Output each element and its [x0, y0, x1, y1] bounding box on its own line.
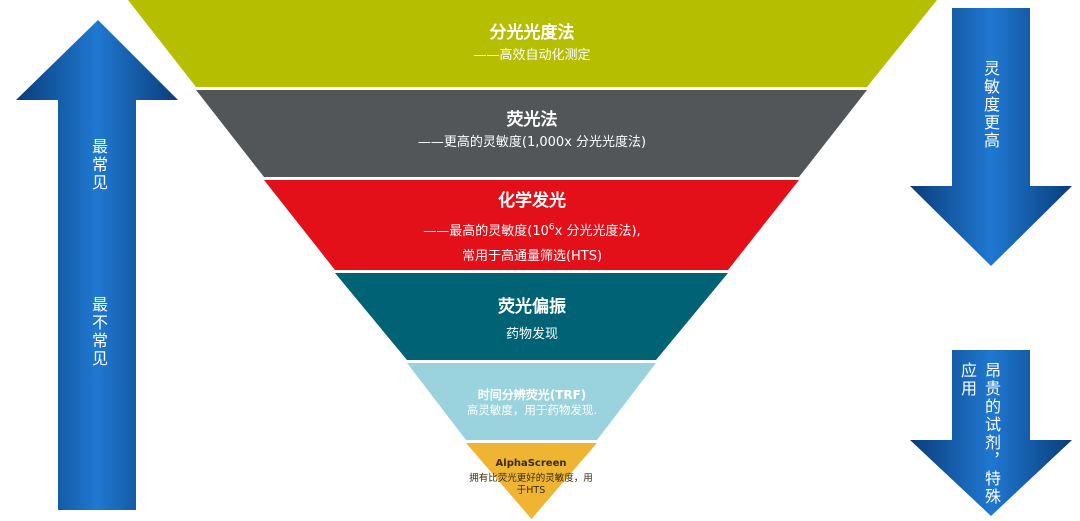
level-6-subtitle: 拥有比荧光更好的灵敏度，用于HTS [469, 473, 593, 496]
left-arrow-top-label: 最常见 [89, 138, 108, 192]
left-up-arrow [16, 20, 178, 510]
level-4-band [335, 273, 728, 360]
level-4-subtitle: 药物发现 [505, 327, 558, 342]
level-2-band [196, 90, 867, 177]
level-3-subtitle-2: 常用于高通量筛选(HTS) [461, 249, 603, 264]
level-3-title: 化学发光 [498, 191, 566, 211]
level-5-subtitle: 高灵敏度，用于药物发现. [466, 403, 598, 417]
level-1-title: 分光光度法 [489, 23, 575, 43]
level-5-band [407, 363, 656, 440]
right-lower-arrow-label: 昂贵的试剂，特殊应用 [958, 362, 1001, 506]
level-1-subtitle: ——高效自动化测定 [473, 48, 591, 63]
level-6-band [466, 443, 597, 519]
level-3-subtitle: ——最高的灵敏度(106x 分光光度法), [423, 222, 641, 239]
right-lower-down-arrow [910, 350, 1072, 516]
right-upper-down-arrow [910, 8, 1072, 266]
level-2-title: 荧光法 [506, 110, 558, 130]
level-4-title: 荧光偏振 [498, 297, 566, 317]
level-2-subtitle: ——更高的灵敏度(1,000x 分光光度法) [417, 135, 647, 150]
level-3-band [264, 180, 799, 270]
right-upper-arrow-label: 灵敏度更高 [981, 60, 1000, 150]
left-arrow-bottom-label: 最不常见 [89, 296, 108, 368]
level-5-title: 时间分辨荧光(TRF) [477, 388, 587, 402]
level-6-title: AlphaScreen [495, 458, 567, 469]
level-1-band [128, 0, 937, 87]
